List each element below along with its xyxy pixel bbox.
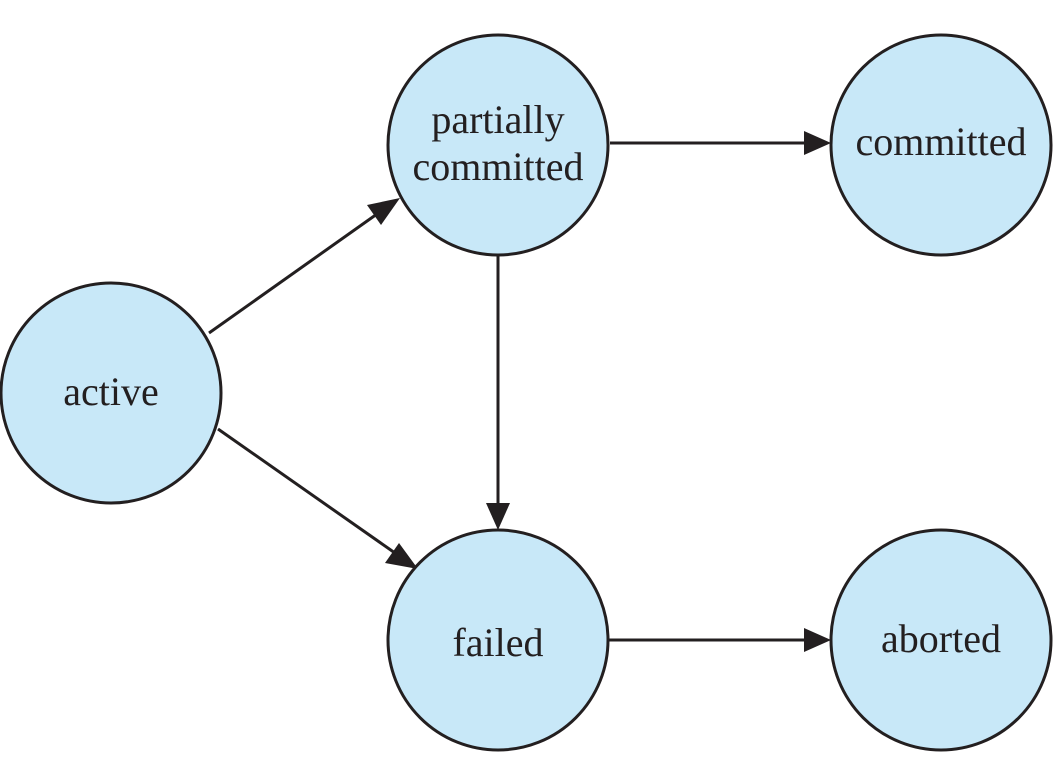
state-circle (829, 33, 1053, 257)
arrow-head-icon (804, 628, 831, 652)
state-node-committed: committed (829, 33, 1053, 257)
edge-active-to-failed (217, 427, 418, 569)
state-circle (0, 281, 223, 505)
edge-active-to-partially-committed (208, 198, 400, 335)
state-circle (386, 33, 610, 257)
state-circle (386, 528, 610, 752)
state-node-active: active (0, 281, 223, 505)
state-node-aborted: aborted (829, 528, 1053, 752)
state-node-failed: failed (386, 528, 610, 752)
edge-partially-committed-to-committed (610, 131, 831, 155)
arrow-head-icon (367, 198, 400, 225)
state-node-partially-committed: partially committed (386, 33, 610, 257)
state-label: active (63, 369, 159, 414)
edges (208, 131, 831, 652)
state-label: failed (452, 620, 543, 665)
edge-line (208, 212, 378, 335)
arrow-head-icon (385, 543, 418, 569)
state-label: committed (855, 119, 1026, 164)
edge-failed-to-aborted (608, 628, 831, 652)
arrow-head-icon (486, 503, 510, 530)
state-label-line-1: partially (431, 97, 564, 142)
state-label: aborted (881, 616, 1001, 661)
state-label-line-2: committed (412, 144, 583, 189)
state-circle (829, 528, 1053, 752)
edge-partially-committed-to-failed (486, 256, 510, 530)
edge-line (217, 427, 396, 555)
arrow-head-icon (804, 131, 831, 155)
